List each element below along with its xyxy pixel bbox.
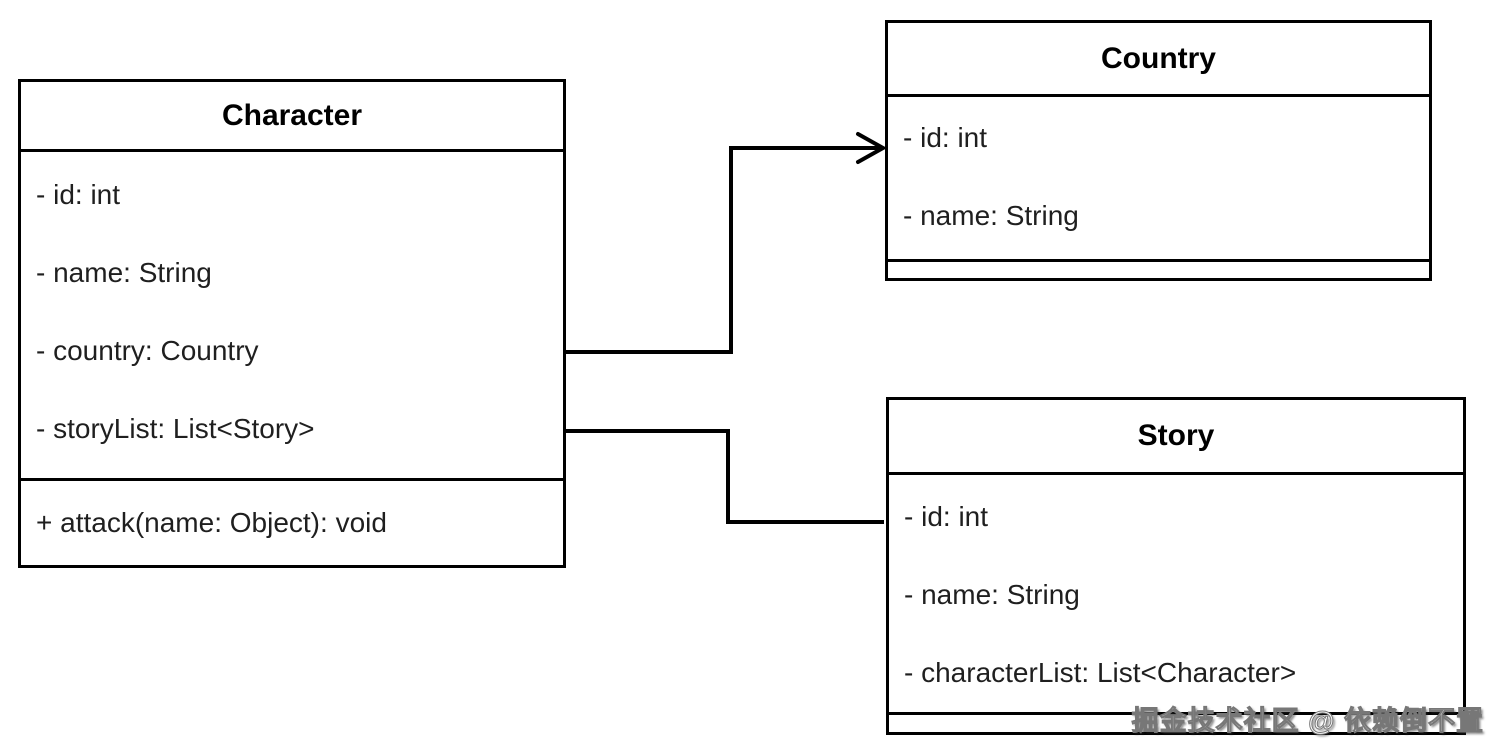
class-box-story: Story - id: int - name: String - charact… (886, 397, 1466, 735)
character-to-country-connector (566, 146, 881, 354)
class-title-country: Country (888, 23, 1429, 97)
method-attack: + attack(name: Object): void (36, 507, 387, 538)
attribute-id: - id: int (904, 501, 989, 532)
attribute-id: - id: int (36, 179, 121, 210)
attribute-name: - name: String (36, 257, 212, 288)
attributes-compartment: - id: int - name: String (888, 97, 1429, 259)
character-to-story-connector (566, 429, 884, 524)
watermark: 掘金技术社区 @ 依赖倒不置 (1131, 706, 1484, 737)
attribute-name: - name: String (904, 579, 1080, 610)
attribute-characterlist: - characterList: List<Character> (904, 657, 1297, 688)
class-title-story: Story (889, 400, 1463, 475)
attribute-storylist: - storyList: List<Story> (36, 413, 315, 444)
class-title-character: Character (21, 82, 563, 152)
attribute-name: - name: String (903, 200, 1079, 231)
open-arrowhead-icon (856, 132, 888, 164)
attribute-id: - id: int (903, 122, 988, 153)
methods-compartment: + attack(name: Object): void (21, 478, 563, 565)
class-box-country: Country - id: int - name: String (885, 20, 1432, 281)
attributes-compartment: - id: int - name: String - country: Coun… (21, 152, 563, 478)
class-box-character: Character - id: int - name: String - cou… (18, 79, 566, 568)
attributes-compartment: - id: int - name: String - characterList… (889, 475, 1463, 712)
attribute-country: - country: Country (36, 335, 259, 366)
empty-methods-compartment (888, 259, 1429, 278)
empty-methods-compartment (889, 712, 1463, 732)
